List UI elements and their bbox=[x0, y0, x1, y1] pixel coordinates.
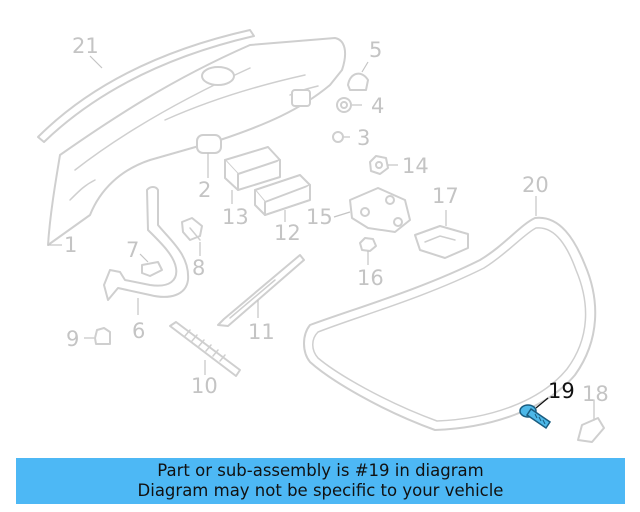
part-8-bolt bbox=[181, 217, 203, 256]
part-19-bolt-highlighted bbox=[519, 397, 552, 430]
part-12-handle bbox=[254, 174, 311, 222]
callout-5: 5 bbox=[369, 38, 382, 62]
part-5-cap bbox=[347, 61, 369, 91]
callout-4: 4 bbox=[371, 94, 384, 118]
callout-12: 12 bbox=[274, 221, 301, 245]
part-20-seal bbox=[303, 196, 597, 431]
info-banner: Part or sub-assembly is #19 in diagram D… bbox=[16, 458, 625, 504]
part-16-nut bbox=[359, 237, 377, 265]
banner-line-1: Part or sub-assembly is #19 in diagram bbox=[157, 461, 484, 480]
part-2-switch bbox=[196, 134, 222, 178]
part-4-grommet bbox=[336, 97, 362, 113]
part-6-hinge bbox=[103, 186, 190, 315]
callout-2: 2 bbox=[198, 178, 211, 202]
callout-17: 17 bbox=[432, 184, 459, 208]
callout-7: 7 bbox=[126, 238, 139, 262]
parts-diagram: 21 5 4 3 14 2 13 12 15 17 20 1 7 8 16 11… bbox=[37, 29, 609, 443]
callout-10: 10 bbox=[191, 374, 218, 398]
callout-20: 20 bbox=[522, 173, 549, 197]
callout-6: 6 bbox=[132, 319, 145, 343]
callout-21: 21 bbox=[72, 34, 99, 58]
banner-line-2: Diagram may not be specific to your vehi… bbox=[137, 481, 504, 500]
part-11-gas-strut bbox=[217, 254, 305, 327]
callout-1: 1 bbox=[64, 233, 77, 257]
callout-3: 3 bbox=[357, 126, 370, 150]
part-18-bracket bbox=[577, 399, 605, 443]
callout-8: 8 bbox=[192, 256, 205, 280]
callout-16: 16 bbox=[357, 266, 384, 290]
callout-19-highlighted: 19 bbox=[548, 379, 575, 403]
part-7-bolt bbox=[139, 253, 163, 277]
callout-9: 9 bbox=[66, 327, 79, 351]
part-14-nut bbox=[369, 155, 398, 175]
callout-13: 13 bbox=[222, 205, 249, 229]
part-9-clip bbox=[84, 327, 111, 345]
callout-15: 15 bbox=[306, 205, 333, 229]
callout-14: 14 bbox=[402, 154, 429, 178]
part-13-lamp-housing bbox=[224, 146, 281, 204]
part-17-striker-cover bbox=[414, 210, 469, 259]
callout-18: 18 bbox=[582, 382, 609, 406]
part-10-spring-strut bbox=[169, 321, 241, 377]
part-21-spoiler bbox=[37, 29, 255, 143]
part-3-ring bbox=[332, 131, 350, 143]
callout-11: 11 bbox=[248, 320, 275, 344]
part-15-latch bbox=[333, 187, 411, 233]
